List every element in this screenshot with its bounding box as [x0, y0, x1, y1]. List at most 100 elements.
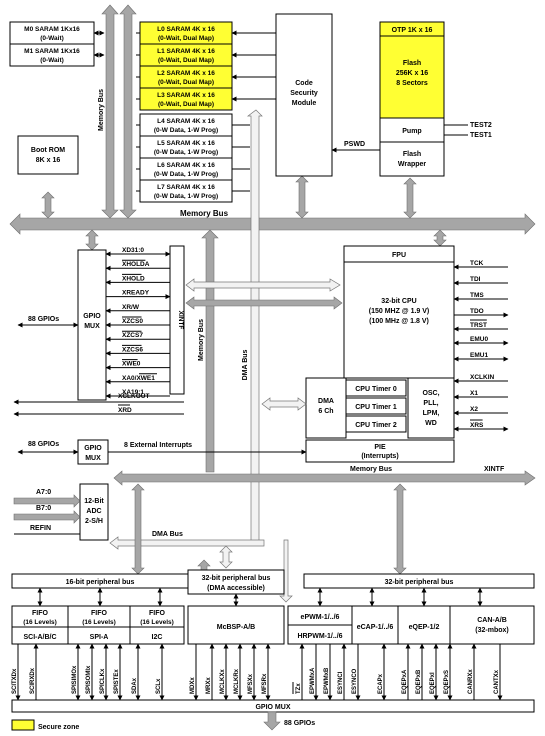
svg-text:LPM,: LPM,	[423, 410, 440, 417]
svg-text:(32-mbox): (32-mbox)	[475, 627, 508, 634]
svg-text:Flash: Flash	[403, 151, 421, 158]
memory-bus-vertical-right	[119, 4, 137, 219]
bus-stub-periph32b	[393, 483, 407, 575]
boot-rom-block	[17, 135, 79, 175]
bus-stub-csm	[295, 175, 309, 219]
flash-pump	[379, 117, 445, 143]
xintf-signal-label: XZCS0	[122, 318, 143, 325]
bus-stub-flash	[403, 177, 417, 219]
svg-text:PLL,: PLL,	[423, 400, 438, 407]
ecap-block	[351, 605, 399, 645]
svg-text:(0-Wait): (0-Wait)	[40, 35, 64, 42]
periph-bus-32bit	[303, 573, 535, 589]
svg-text:L0 SARAM 4K x 16: L0 SARAM 4K x 16	[157, 26, 215, 33]
dma-bus-horizontal	[109, 536, 265, 550]
svg-text:(0-Wait, Dual Map): (0-Wait, Dual Map)	[158, 57, 214, 64]
xintf-signal-label: XA19:1	[122, 389, 144, 396]
gpio-mux-main	[77, 249, 107, 401]
peripheral-pin-label: ESYNCI	[338, 671, 344, 694]
svg-text:(16 Levels): (16 Levels)	[140, 619, 174, 626]
svg-text:WD: WD	[425, 420, 437, 427]
xintf-signal-label: XWE0	[122, 361, 141, 368]
svg-text:SCI-A/B/C: SCI-A/B/C	[23, 634, 56, 641]
peripheral-pin-label: ECAPx	[378, 673, 384, 694]
peripheral-pin-label: SCIRXDx	[30, 667, 36, 694]
svg-text:GPIO: GPIO	[83, 313, 101, 320]
cpu-signal-label: EMU0	[470, 336, 488, 343]
svg-text:Memory Bus: Memory Bus	[350, 466, 392, 473]
svg-text:Code: Code	[295, 80, 313, 87]
dma-bus-to-periph	[219, 545, 233, 569]
svg-text:PSWD: PSWD	[344, 141, 365, 148]
svg-text:6 Ch: 6 Ch	[318, 408, 333, 415]
svg-text:(0-Wait, Dual Map): (0-Wait, Dual Map)	[158, 35, 214, 42]
svg-text:(0-Wait): (0-Wait)	[40, 57, 64, 64]
periph-bus-32bit-dma	[187, 569, 285, 595]
svg-text:8 Sectors: 8 Sectors	[396, 80, 428, 87]
svg-text:Boot ROM: Boot ROM	[31, 147, 65, 154]
xintf-signal-label: XR/W	[122, 304, 140, 311]
secure-zone-swatch	[11, 719, 35, 731]
svg-text:XINTF: XINTF	[177, 311, 184, 330]
cpu-signal-label: TCK	[470, 260, 484, 267]
peripheral-pin-label: EQEPxS	[444, 670, 450, 694]
peripheral-pin-label: MCLKXx	[220, 669, 226, 694]
l-block-links	[136, 30, 276, 192]
adc-input-a	[13, 494, 81, 508]
svg-text:XCLKOUT: XCLKOUT	[118, 393, 149, 400]
svg-text:16-bit peripheral bus: 16-bit peripheral bus	[66, 579, 135, 586]
svg-text:DMA: DMA	[318, 398, 334, 405]
svg-text:eCAP-1/../6: eCAP-1/../6	[357, 624, 394, 631]
svg-text:(0-Wait, Dual Map): (0-Wait, Dual Map)	[158, 101, 214, 108]
peripheral-pin-label: CANRXx	[468, 669, 474, 694]
svg-text:ePWM-1/../6: ePWM-1/../6	[301, 614, 340, 621]
peripheral-pin-label: SPISIMOx	[72, 665, 78, 694]
svg-text:MUX: MUX	[84, 323, 100, 330]
svg-text:SPI-A: SPI-A	[90, 634, 109, 641]
svg-text:8K x 16: 8K x 16	[36, 157, 61, 164]
svg-text:A7:0: A7:0	[36, 489, 51, 496]
cpu-signal-label: EMU1	[470, 352, 488, 359]
svg-text:eQEP-1/2: eQEP-1/2	[409, 624, 440, 631]
svg-text:L3 SARAM 4K x 16: L3 SARAM 4K x 16	[157, 92, 215, 99]
peripheral-pin-label: SPICLKx	[100, 668, 106, 694]
flash-block	[379, 21, 445, 119]
svg-text:256K x 16: 256K x 16	[396, 70, 428, 77]
svg-text:HRPWM-1/../6: HRPWM-1/../6	[297, 633, 342, 640]
svg-text:FPU: FPU	[392, 252, 406, 259]
svg-text:PIE: PIE	[374, 444, 386, 451]
svg-text:XINTF: XINTF	[484, 466, 505, 473]
xintf-signal-label: XZCS6	[122, 346, 143, 353]
cpu-signal-label: TMS	[470, 292, 484, 299]
cpu-signal-label: TDI	[470, 276, 481, 283]
svg-text:CPU Timer 2: CPU Timer 2	[355, 422, 397, 429]
xintf-signal-label: XZCS7	[122, 332, 143, 339]
can-block	[449, 605, 535, 645]
svg-text:TEST1: TEST1	[470, 132, 492, 139]
svg-text:L1 SARAM 4K x 16: L1 SARAM 4K x 16	[157, 48, 215, 55]
peripheral-pin-label: SPISOMIx	[86, 665, 92, 694]
peripheral-pin-label: TZx	[296, 683, 302, 694]
peripheral-pin-label: EPWMxA	[310, 667, 316, 694]
svg-text:XRD: XRD	[118, 407, 132, 414]
cpu-block	[343, 261, 455, 379]
peripheral-pin-label: SCITXDx	[12, 668, 18, 694]
svg-text:FIFO: FIFO	[91, 610, 107, 617]
svg-text:(150 MHZ @ 1.9 V): (150 MHZ @ 1.9 V)	[369, 308, 430, 315]
memory-bus-vertical-left	[101, 4, 119, 219]
svg-text:88 GPIOs: 88 GPIOs	[284, 720, 315, 727]
peripheral-pin-label: EPWMxB	[324, 667, 330, 694]
xintf-signal-label: XD31:0	[122, 247, 144, 254]
memory-bus-label: Memory Bus	[180, 209, 229, 218]
svg-text:OSC,: OSC,	[422, 390, 439, 397]
svg-text:Memory Bus: Memory Bus	[198, 319, 205, 361]
secure-zone-label: Secure zone	[38, 724, 79, 731]
svg-text:McBSP-A/B: McBSP-A/B	[217, 624, 256, 631]
svg-text:Module: Module	[292, 100, 317, 107]
xintf-signal-group: XD31:0XHOLDAXHOLDXREADYXR/WXZCS0XZCS7XZC…	[105, 247, 171, 399]
svg-text:(16 Levels): (16 Levels)	[82, 619, 116, 626]
peripheral-pin-label: EQEPxI	[430, 672, 436, 694]
svg-text:12-Bit: 12-Bit	[84, 498, 104, 505]
